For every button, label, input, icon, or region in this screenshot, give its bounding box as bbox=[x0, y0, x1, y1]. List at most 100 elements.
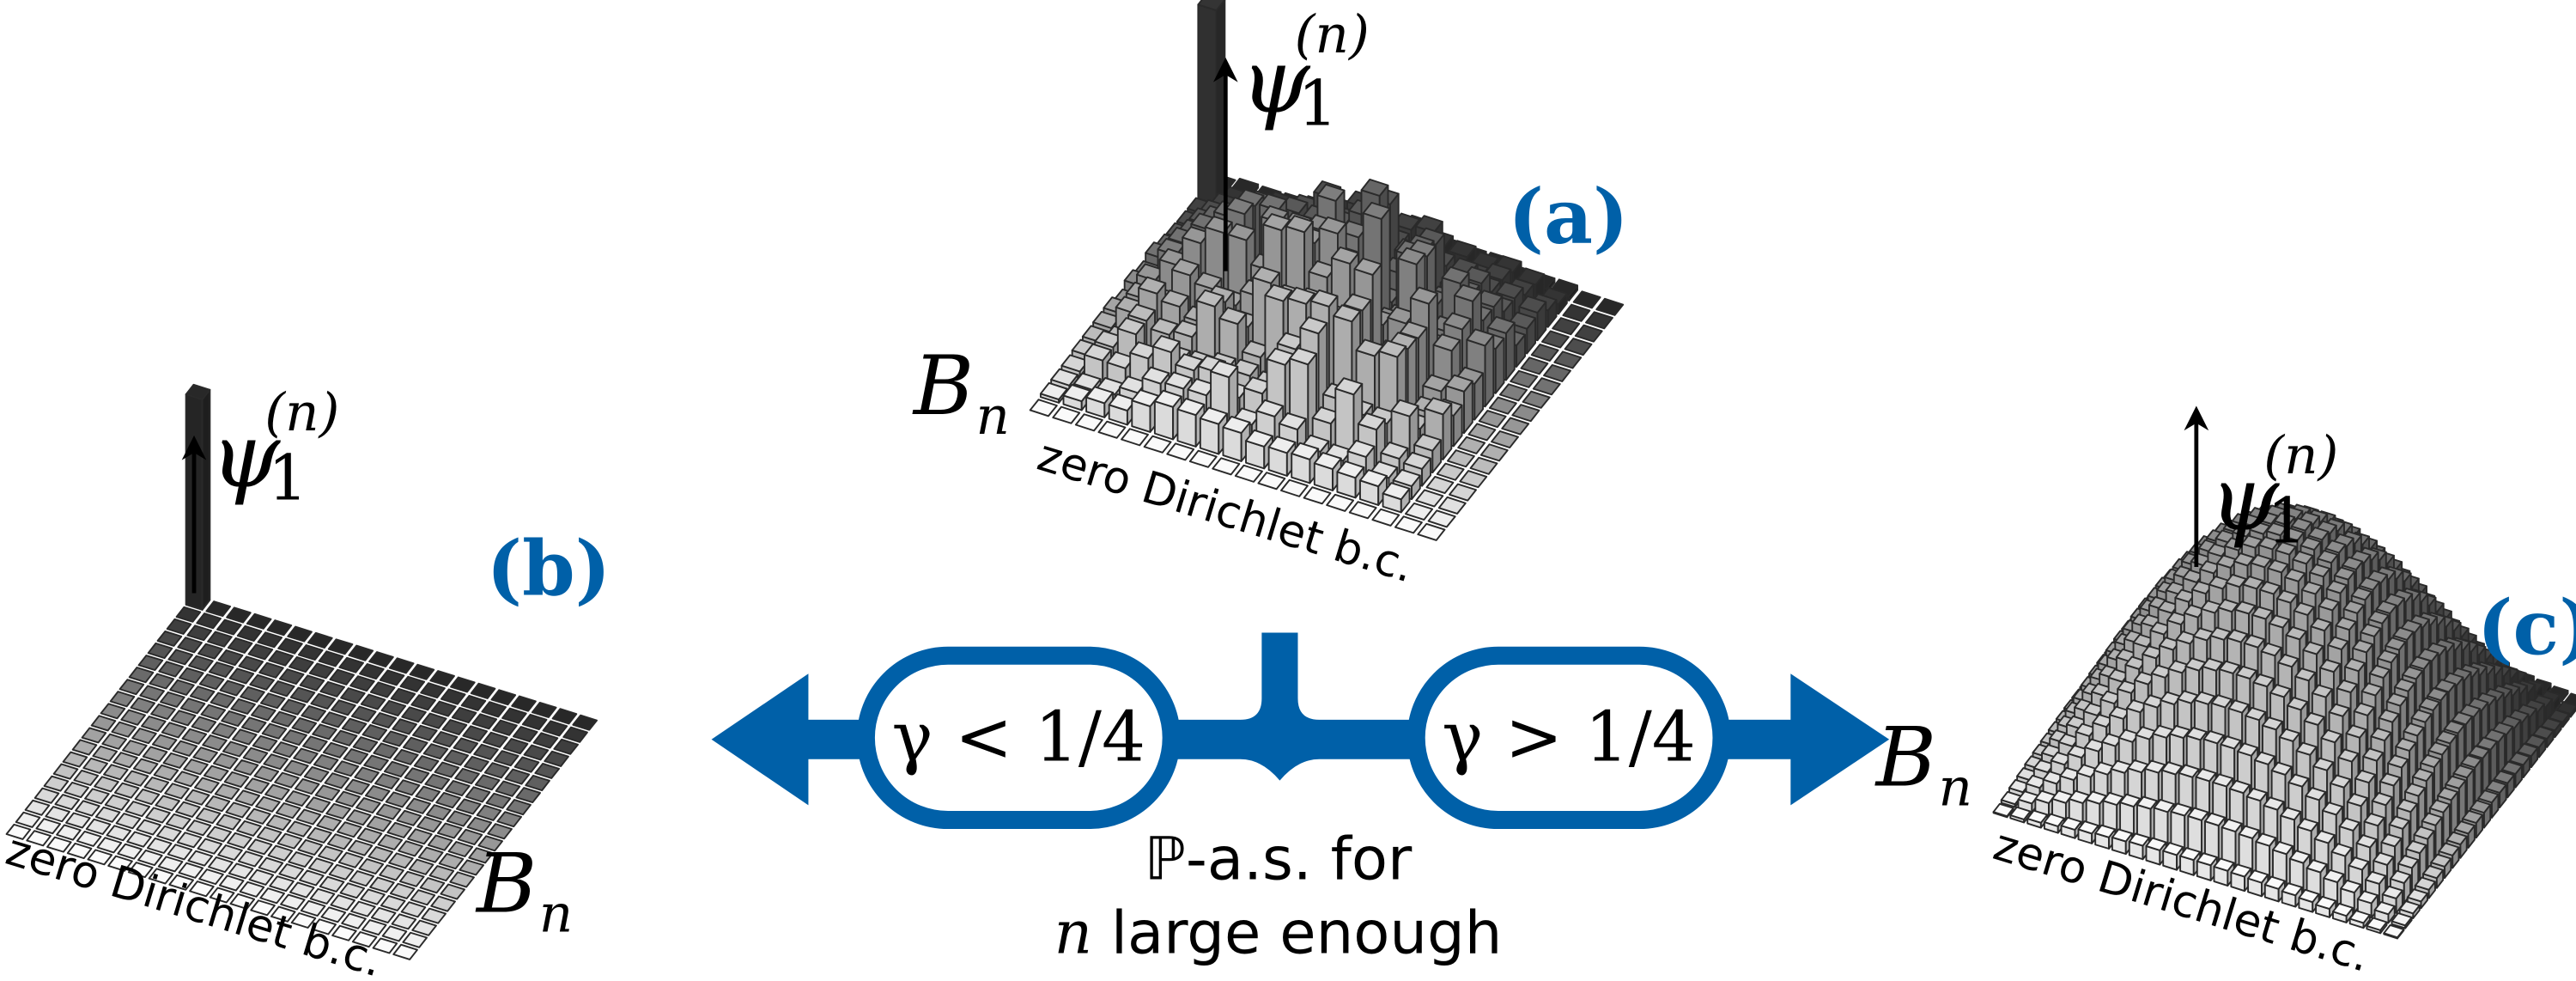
bar bbox=[218, 874, 245, 892]
bar bbox=[445, 780, 471, 796]
bar bbox=[1437, 496, 1467, 515]
bar-top-face bbox=[307, 631, 333, 649]
bar-top-face bbox=[1194, 271, 1223, 290]
bar-top-face bbox=[481, 701, 507, 718]
bar-top-face bbox=[429, 670, 455, 687]
bar bbox=[426, 804, 452, 821]
bar bbox=[523, 744, 550, 761]
bar-top-face bbox=[419, 877, 446, 894]
bar-top-face bbox=[392, 943, 418, 960]
bar-top-face bbox=[1543, 363, 1571, 382]
bar bbox=[247, 643, 274, 661]
bar-top-face bbox=[1483, 263, 1512, 282]
bar-top-face bbox=[1278, 411, 1307, 430]
bar-top-face bbox=[314, 784, 341, 801]
bar bbox=[252, 734, 278, 752]
bar-top-face bbox=[1466, 328, 1495, 347]
bar-top-face bbox=[1562, 303, 1591, 322]
bar-top-face bbox=[222, 740, 248, 758]
bar-top-face bbox=[380, 699, 407, 717]
bar-top-face bbox=[185, 383, 211, 400]
bar bbox=[161, 722, 187, 739]
bar-top-face bbox=[162, 752, 189, 769]
bar-top-face bbox=[1530, 343, 1559, 363]
caption-variable: n bbox=[1054, 899, 1092, 967]
bar bbox=[358, 858, 385, 875]
bar-top-face bbox=[1234, 464, 1263, 483]
bar bbox=[264, 783, 290, 801]
psi-subscript: 1 bbox=[1297, 68, 1337, 140]
bar bbox=[1245, 429, 1273, 470]
bar-top-face bbox=[297, 838, 323, 856]
bar-top-face bbox=[1495, 281, 1524, 300]
bar bbox=[261, 722, 288, 740]
bar-top-face bbox=[1459, 470, 1488, 489]
bar-top-face bbox=[368, 845, 394, 863]
bar bbox=[1382, 482, 1411, 514]
bar-top-face bbox=[191, 716, 217, 733]
bar-top-face bbox=[240, 685, 265, 703]
bar-top-face bbox=[350, 705, 377, 722]
bar bbox=[188, 655, 214, 672]
bar bbox=[217, 844, 243, 861]
bar-top-face bbox=[492, 719, 518, 736]
bar bbox=[45, 806, 70, 823]
bar-top-face bbox=[1151, 335, 1181, 354]
bar bbox=[1415, 489, 1444, 508]
bar-top-face bbox=[270, 680, 295, 698]
bar-top-face bbox=[1510, 369, 1539, 388]
bar bbox=[274, 771, 300, 789]
bar-top-face bbox=[150, 703, 176, 721]
bar bbox=[118, 679, 145, 696]
bar bbox=[440, 688, 466, 705]
bar bbox=[128, 667, 155, 684]
bar-top-face bbox=[361, 724, 388, 741]
bar-top-face bbox=[196, 612, 222, 630]
bar bbox=[64, 781, 89, 799]
bar bbox=[408, 858, 434, 875]
bar bbox=[420, 682, 446, 699]
bar-top-face bbox=[148, 868, 174, 885]
bar-top-face bbox=[388, 657, 415, 674]
psi-subscript: 1 bbox=[268, 443, 307, 515]
bar bbox=[1417, 522, 1446, 541]
bar-top-face bbox=[173, 771, 199, 788]
bar-top-face bbox=[525, 774, 550, 792]
bar-top-face bbox=[73, 770, 100, 786]
bar-top-face bbox=[43, 775, 70, 792]
bar-top-face bbox=[380, 894, 406, 911]
bar bbox=[275, 802, 301, 820]
bar-top-face bbox=[155, 795, 180, 812]
bar-top-face bbox=[147, 642, 173, 660]
bar-top-face bbox=[289, 686, 316, 704]
bar-top-face bbox=[189, 685, 216, 703]
bar bbox=[477, 835, 504, 852]
bar-top-face bbox=[1441, 265, 1470, 284]
bar-top-face bbox=[1303, 486, 1332, 505]
bar-top-face bbox=[253, 765, 280, 783]
bar bbox=[311, 918, 337, 935]
bar bbox=[453, 737, 479, 754]
bar bbox=[35, 818, 62, 835]
bar-top-face bbox=[483, 762, 510, 779]
bar bbox=[258, 661, 284, 679]
bar-top-face bbox=[1491, 430, 1519, 449]
bar bbox=[65, 812, 91, 829]
bar bbox=[287, 625, 313, 643]
bar-top-face bbox=[111, 721, 137, 738]
bar-top-face bbox=[288, 851, 313, 868]
bar-top-face bbox=[531, 701, 557, 718]
bar bbox=[203, 765, 229, 782]
bar bbox=[162, 752, 189, 769]
bar bbox=[1121, 428, 1149, 447]
bar-top-face bbox=[118, 679, 145, 696]
bar bbox=[202, 734, 228, 752]
bar-top-face bbox=[52, 763, 79, 780]
bar bbox=[515, 787, 542, 804]
bar-top-face bbox=[165, 813, 191, 830]
bar bbox=[390, 687, 416, 704]
bar-top-face bbox=[24, 799, 51, 816]
bar bbox=[551, 708, 578, 725]
bar bbox=[170, 710, 197, 727]
bar bbox=[270, 680, 295, 698]
